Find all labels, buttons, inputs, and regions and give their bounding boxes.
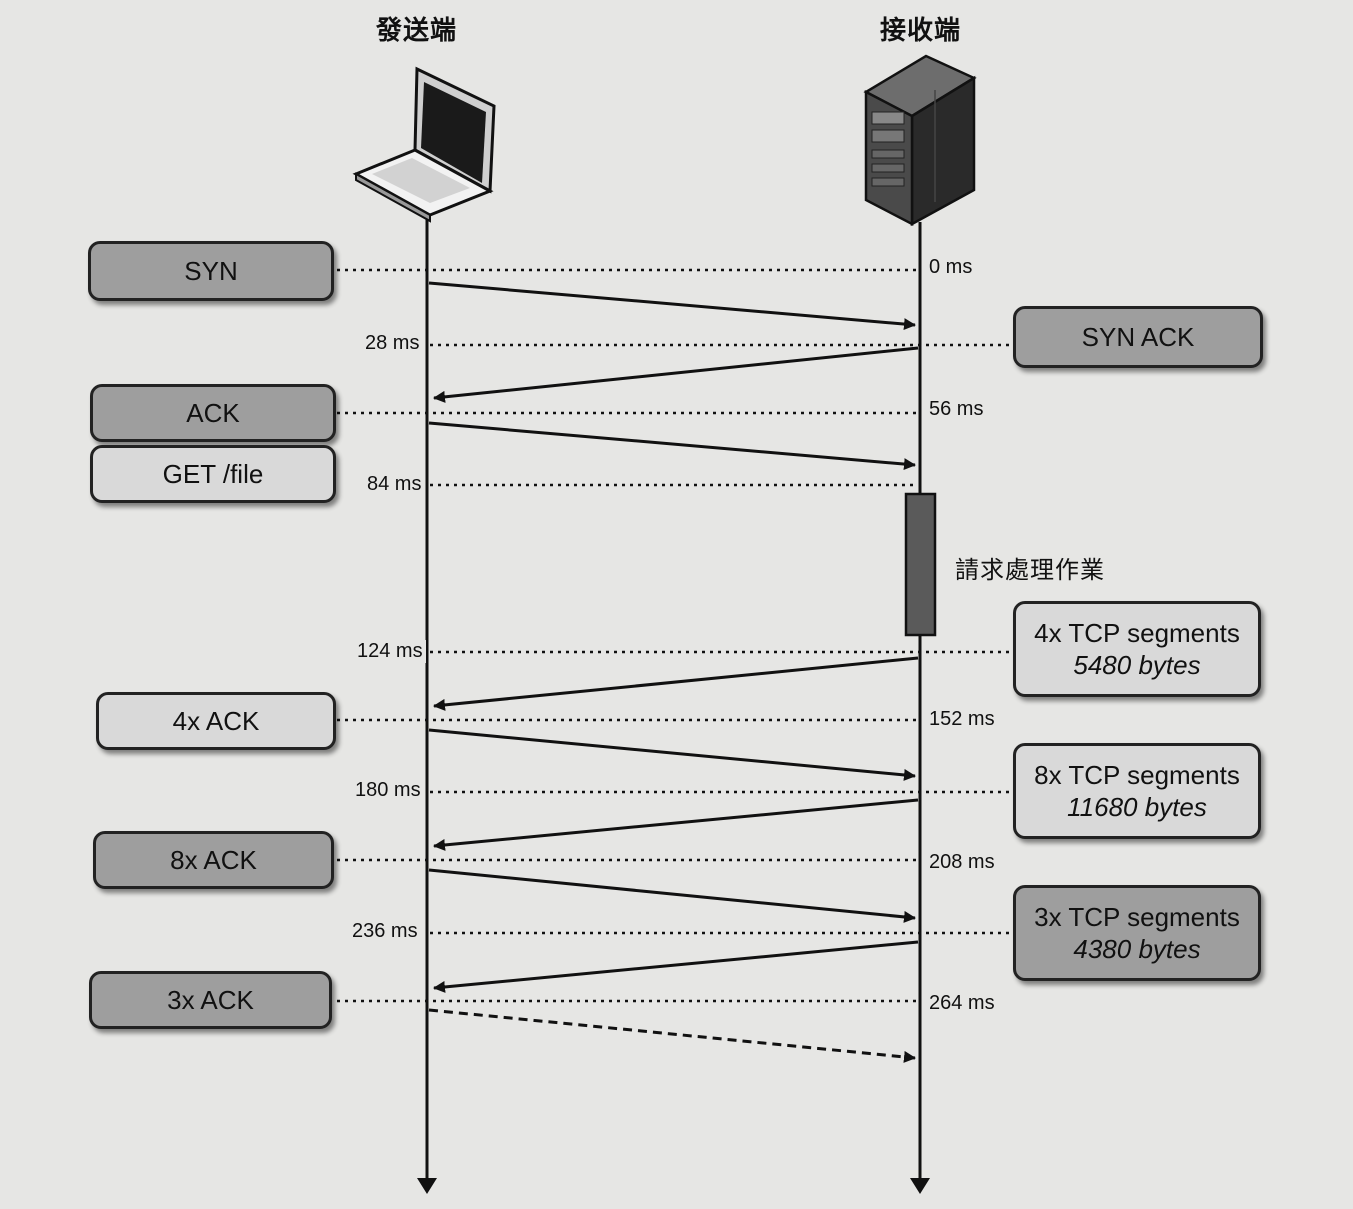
segments-8x-label: 8x TCP segments (1034, 759, 1240, 790)
syn-arrow (428, 281, 916, 331)
segments-3x-arrow (433, 940, 919, 993)
time-label: 28 ms (362, 332, 423, 355)
ack-3x-arrow (428, 1008, 916, 1063)
ack-get-arrow (428, 421, 916, 471)
laptop-icon (352, 66, 496, 223)
ack-4x-arrow (428, 728, 916, 781)
sender-title: 發送端 (376, 16, 458, 46)
ack-box: ACK (90, 384, 336, 442)
segments-8x-arrow (433, 798, 919, 851)
receiver-title: 接收端 (880, 16, 962, 46)
ack-label: ACK (186, 397, 240, 428)
syn-ack-label: SYN ACK (1081, 321, 1195, 352)
segments-3x-label: 3x TCP segments (1034, 901, 1240, 932)
sender-lifeline-arrowhead (417, 1178, 437, 1194)
segments-4x-bytes: 5480 bytes (1073, 650, 1201, 680)
time-label: 180 ms (352, 779, 424, 802)
ack-4x-box: 4x ACK (96, 692, 336, 750)
syn-ack-arrow (433, 346, 919, 403)
ack-3x-label: 3x ACK (167, 984, 254, 1015)
time-label: 236 ms (349, 920, 421, 943)
ack-8x-box: 8x ACK (93, 831, 334, 889)
segments-3x-box: 3x TCP segments 4380 bytes (1013, 885, 1261, 981)
syn-label: SYN (184, 255, 238, 286)
syn-ack-box: SYN ACK (1013, 306, 1263, 368)
segments-4x-box: 4x TCP segments 5480 bytes (1013, 601, 1261, 697)
time-label: 152 ms (926, 708, 998, 731)
segments-8x-box: 8x TCP segments 11680 bytes (1013, 743, 1261, 839)
time-label: 208 ms (926, 851, 998, 874)
ack-4x-label: 4x ACK (172, 705, 260, 736)
time-label: 84 ms (364, 473, 425, 496)
segments-4x-label: 4x TCP segments (1034, 617, 1240, 648)
request-processing-bar (904, 492, 937, 637)
ack-8x-arrow (428, 868, 916, 923)
server-tower-icon (863, 54, 977, 227)
ack-3x-box: 3x ACK (89, 971, 332, 1029)
get-file-box: GET /file (90, 445, 336, 503)
time-label: 56 ms (926, 398, 987, 421)
syn-box: SYN (88, 241, 334, 301)
time-label: 124 ms (354, 640, 426, 663)
segments-3x-bytes: 4380 bytes (1073, 934, 1201, 964)
segments-8x-bytes: 11680 bytes (1067, 792, 1207, 822)
ack-8x-label: 8x ACK (170, 844, 257, 875)
get-file-label: GET /file (162, 458, 264, 489)
segments-4x-arrow (433, 656, 919, 711)
time-label: 0 ms (926, 256, 976, 279)
time-label: 264 ms (926, 992, 998, 1015)
request-processing-label: 請求處理作業 (955, 556, 1105, 584)
receiver-lifeline-arrowhead (910, 1178, 930, 1194)
